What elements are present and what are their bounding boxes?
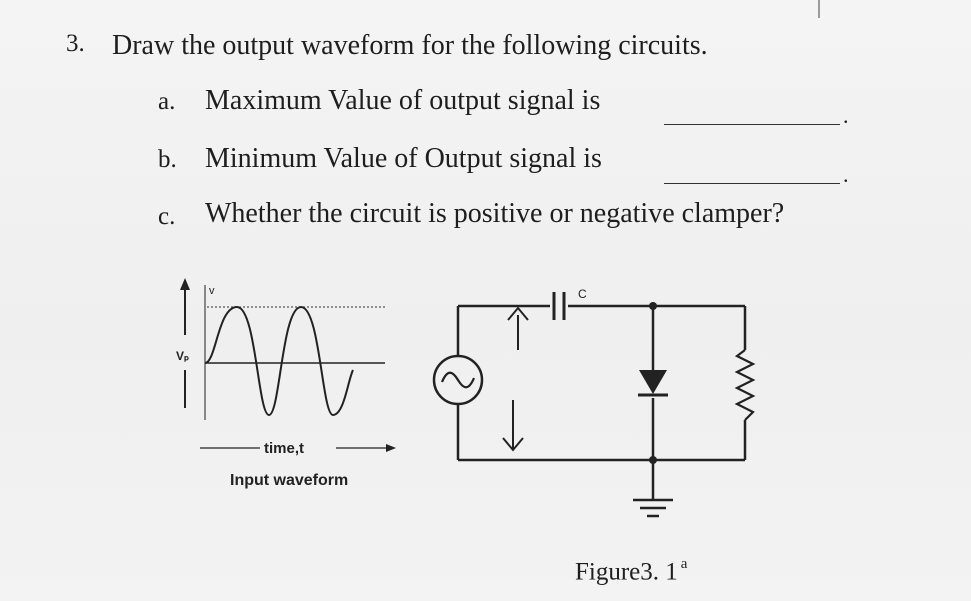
item-b-answer-blank — [664, 183, 840, 184]
diode-icon — [639, 370, 667, 394]
ac-source-sine-glyph — [440, 371, 476, 389]
item-b-text: Minimum Value of Output signal is — [205, 143, 602, 174]
time-axis-arrow — [386, 444, 396, 452]
junction-bottom — [649, 456, 657, 464]
question-number: 3. — [66, 30, 85, 57]
item-b-letter: b. — [158, 146, 177, 173]
item-c-letter: c. — [158, 203, 176, 230]
item-a-period: . — [843, 103, 849, 128]
item-b-period: . — [843, 162, 849, 187]
item-c-text: Whether the circuit is positive or negat… — [205, 198, 785, 229]
waveform-y-axis-label: v — [209, 285, 215, 297]
input-voltage-arrows — [502, 306, 529, 452]
waveform-y-axis — [180, 278, 206, 420]
junction-top — [649, 302, 657, 310]
input-sine-wave — [204, 305, 354, 417]
ground-icon — [633, 498, 673, 518]
item-a-answer-blank — [664, 124, 840, 125]
resistor-symbol — [734, 349, 756, 421]
waveform-caption: Input waveform — [230, 472, 348, 489]
item-a-letter: a. — [158, 88, 176, 115]
ac-source-icon — [432, 354, 484, 406]
clamper-circuit-diagram: C — [432, 287, 756, 518]
input-waveform-diagram: v Vₚ time,t Input waveform — [176, 278, 396, 489]
page-edge-mark — [818, 0, 820, 18]
waveform-vp-label: Vₚ — [176, 349, 189, 363]
item-a-text: Maximum Value of output signal is — [205, 85, 601, 116]
question-title: Draw the output waveform for the followi… — [112, 30, 708, 61]
time-axis-label: time,t — [264, 440, 304, 457]
capacitor-label: C — [578, 287, 587, 301]
